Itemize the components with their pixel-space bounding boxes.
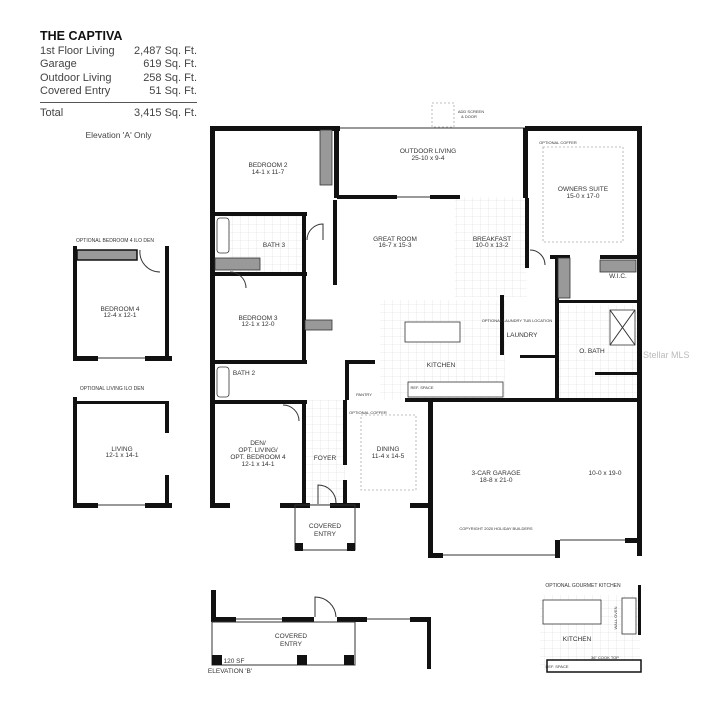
dining-label: DINING bbox=[377, 446, 400, 453]
garage-dim-2: 10-0 x 19-0 bbox=[589, 470, 622, 477]
owners-dim: 15-0 x 17-0 bbox=[567, 193, 600, 200]
optional-living: OPTIONAL LIVING ILO DEN LIVING 12-1 x 14… bbox=[73, 386, 172, 508]
gourmet-kitchen-label: KITCHEN bbox=[563, 636, 592, 643]
square-footage-summary: THE CAPTIVA 1st Floor Living 2,487 Sq. Ft… bbox=[40, 29, 197, 143]
pantry-label: PANTRY bbox=[356, 392, 372, 397]
laundry-note: OPTIONAL LAUNDRY TUB LOCATION bbox=[482, 318, 553, 323]
foyer-tile bbox=[305, 400, 345, 505]
bed4-title: OPTIONAL BEDROOM 4 ILO DEN bbox=[76, 238, 154, 244]
bed4-dim: 12-4 x 12-1 bbox=[104, 312, 137, 319]
dining-coffer bbox=[360, 414, 417, 491]
area-row: Outdoor Living 258 Sq. Ft. bbox=[40, 72, 197, 86]
gourmet-wall-oven: WALL OVEN bbox=[613, 606, 618, 629]
living-dim: 12-1 x 14-1 bbox=[106, 452, 139, 459]
area-row: Garage 619 Sq. Ft. bbox=[40, 58, 197, 72]
dining-dim: 11-4 x 14-5 bbox=[372, 453, 405, 460]
bedroom2-label: BEDROOM 2 bbox=[248, 162, 287, 169]
garage-label: 3-CAR GARAGE bbox=[471, 470, 521, 477]
breakfast-dim: 10-0 x 13-2 bbox=[476, 242, 509, 249]
breakfast-label: BREAKFAST bbox=[473, 236, 511, 243]
area-label: Covered Entry bbox=[40, 85, 111, 97]
area-value: 2,487 Sq. Ft. bbox=[134, 44, 197, 57]
total-label: Total bbox=[40, 106, 64, 119]
great-room-dim: 16-7 x 15-3 bbox=[379, 242, 412, 249]
room-labels: BEDROOM 2 14-1 x 11-7 OUTDOOR LIVING 25-… bbox=[230, 109, 627, 538]
door-swings bbox=[229, 223, 546, 504]
owners-coffer bbox=[542, 146, 624, 243]
elevb-title: ELEVATION 'B' bbox=[208, 668, 252, 675]
living-label: LIVING bbox=[111, 446, 132, 453]
bedroom3-dim: 12-1 x 12-0 bbox=[242, 321, 275, 328]
gourmet-title: OPTIONAL GOURMET KITCHEN bbox=[545, 583, 621, 589]
dining-coffer-note: OPTIONAL COFFER bbox=[349, 410, 387, 415]
breakfast-tile bbox=[455, 197, 527, 297]
area-label: 1st Floor Living bbox=[40, 44, 115, 57]
bed4-label: BEDROOM 4 bbox=[100, 306, 139, 313]
garage-dim: 18-8 x 21-0 bbox=[480, 477, 513, 484]
gourmet-cooktop: 36" COOK TOP bbox=[591, 655, 619, 660]
area-value: 619 Sq. Ft. bbox=[143, 58, 197, 70]
area-row: Covered Entry 51 Sq. Ft. bbox=[40, 85, 197, 99]
screen-door-outline bbox=[431, 102, 455, 128]
area-row: 1st Floor Living 2,487 Sq. Ft. bbox=[40, 45, 197, 59]
screen-note-2: & DOOR bbox=[461, 114, 477, 119]
owners-label: OWNERS SUITE bbox=[558, 186, 609, 193]
area-label: Outdoor Living bbox=[40, 71, 112, 84]
area-label: Garage bbox=[40, 58, 77, 70]
area-value: 258 Sq. Ft. bbox=[143, 71, 197, 84]
total-value: 3,415 Sq. Ft. bbox=[134, 106, 197, 119]
bath2-label: BATH 2 bbox=[233, 370, 256, 377]
den-label-2: OPT. LIVING/ bbox=[238, 447, 278, 454]
optional-bedroom4: OPTIONAL BEDROOM 4 ILO DEN BEDROOM 4 12-… bbox=[73, 238, 172, 361]
covered-entry-outline bbox=[294, 504, 356, 551]
obath-label: O. BATH bbox=[579, 348, 605, 355]
laundry-label: LAUNDRY bbox=[507, 332, 539, 339]
wic-label: W.I.C. bbox=[609, 273, 627, 280]
elevb-area: 120 SF bbox=[224, 658, 245, 665]
entry-label-2: ENTRY bbox=[314, 531, 337, 538]
den-label-1: DEN/ bbox=[250, 440, 266, 447]
watermark: Stellar MLS bbox=[643, 350, 690, 360]
gourmet-ref-space: REF. SPACE bbox=[545, 664, 568, 669]
ref-space-label: REF. SPACE bbox=[410, 385, 433, 390]
screen-note-1: ADD SCREEN bbox=[458, 109, 484, 114]
elevation-b-entry: COVERED ENTRY 120 SF ELEVATION 'B' bbox=[208, 590, 431, 675]
main-walls bbox=[210, 126, 642, 558]
entry-label-1: COVERED bbox=[309, 523, 341, 530]
den-dim: 12-1 x 14-1 bbox=[242, 461, 275, 468]
great-room-label: GREAT ROOM bbox=[373, 236, 417, 243]
elevation-note: Elevation 'A' Only bbox=[85, 130, 152, 140]
bath3-label: BATH 3 bbox=[263, 242, 286, 249]
area-value: 51 Sq. Ft. bbox=[149, 85, 197, 97]
owners-coffer-note: OPTIONAL COFFER bbox=[539, 140, 577, 145]
elevb-entry-2: ENTRY bbox=[280, 641, 303, 648]
plan-title: THE CAPTIVA bbox=[40, 29, 123, 43]
kitchen-label: KITCHEN bbox=[427, 362, 456, 369]
optional-gourmet-kitchen: OPTIONAL GOURMET KITCHEN KITCHEN REF. SP… bbox=[542, 583, 642, 673]
elevb-entry-1: COVERED bbox=[275, 633, 307, 640]
living-title: OPTIONAL LIVING ILO DEN bbox=[80, 386, 145, 392]
den-label-3: OPT. BEDROOM 4 bbox=[230, 454, 286, 461]
copyright: COPYRIGHT 2020 HOLIDAY BUILDERS bbox=[459, 526, 532, 531]
outdoor-dim: 25-10 x 9-4 bbox=[412, 155, 445, 162]
bedroom3-label: BEDROOM 3 bbox=[238, 315, 277, 322]
outdoor-label: OUTDOOR LIVING bbox=[400, 148, 456, 155]
foyer-label: FOYER bbox=[314, 455, 337, 462]
bedroom2-dim: 14-1 x 11-7 bbox=[252, 169, 285, 176]
total-row: Total 3,415 Sq. Ft. bbox=[40, 101, 197, 121]
